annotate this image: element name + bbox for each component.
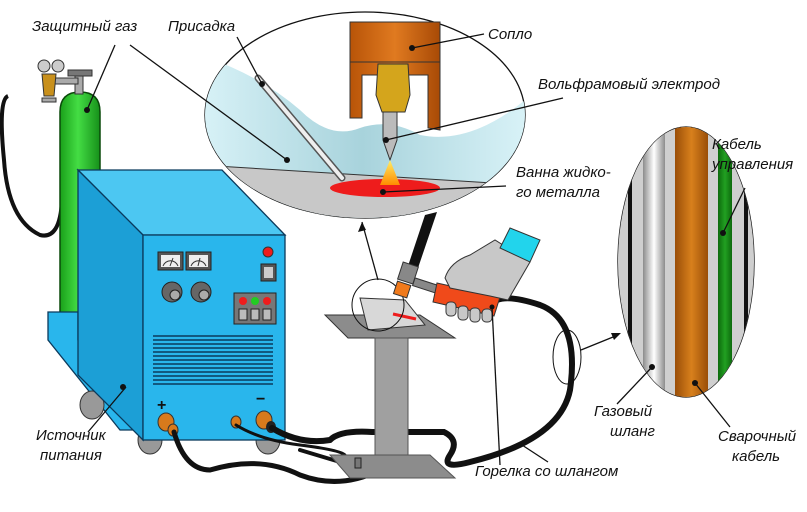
label-weld-pool-2: го металла (516, 184, 600, 201)
panel-button-2[interactable] (250, 308, 260, 321)
glove (444, 239, 531, 301)
regulator-base (41, 97, 57, 103)
torch-head (396, 261, 420, 285)
label-welding-cable-2: кабель (732, 448, 780, 465)
pressure-gauge-2 (51, 59, 65, 73)
regulator-body (41, 73, 57, 97)
power-source-pointer-dot (120, 384, 126, 390)
lamp-red-2 (263, 297, 271, 305)
cables (171, 295, 575, 484)
control-cable-core (718, 127, 732, 397)
power-source: + − (47, 168, 287, 455)
welder-hand (444, 227, 541, 323)
lamp-red-1 (239, 297, 247, 305)
welding-cable-core (675, 127, 708, 397)
torch-hose (269, 295, 575, 468)
hose-section-marker (552, 329, 582, 385)
pressure-gauge-1 (37, 59, 51, 73)
label-control-cable-2: управления (711, 156, 793, 173)
gas-hose-core (643, 127, 665, 397)
label-weld-pool-1: Ванна жидко- (516, 164, 611, 181)
minus-terminal-sign: − (256, 391, 265, 408)
table-leg (374, 337, 409, 461)
power-indicator-lamp (262, 246, 274, 258)
label-nozzle: Сопло (488, 26, 532, 43)
cable-detail-zoom (552, 126, 755, 398)
current-knob[interactable] (161, 281, 183, 303)
finger-1 (445, 301, 457, 317)
label-shielding-gas: Защитный газ (32, 18, 137, 35)
label-gas-hose-1: Газовый (594, 403, 653, 420)
table-base (328, 454, 457, 479)
lamp-green (251, 297, 259, 305)
glove-cuff (499, 227, 541, 263)
label-welding-cable-1: Сварочный (718, 428, 797, 445)
minus-terminal[interactable] (255, 410, 276, 433)
workpiece (359, 297, 426, 331)
arc-detail-zoom (204, 11, 526, 219)
valve-handwheel (67, 69, 93, 77)
weld-pool (330, 179, 440, 197)
tungsten-electrode (382, 111, 398, 162)
welding-table (323, 278, 457, 479)
wheel-rear-left (79, 390, 105, 420)
plus-cable (171, 429, 383, 484)
torch (392, 212, 501, 317)
panel-button-1[interactable] (238, 308, 248, 321)
label-filler: Присадка (168, 18, 235, 35)
section-arrow-head (611, 333, 621, 340)
plus-terminal-sign: + (157, 397, 166, 414)
label-power-source-1: Источник (36, 427, 107, 444)
label-control-cable-1: Кабель (712, 136, 762, 153)
voltmeter (185, 251, 212, 271)
section-arrow-line (580, 334, 619, 351)
voltage-knob[interactable] (190, 281, 212, 303)
label-torch-with-hose: Горелка со шлангом (475, 463, 618, 480)
control-cable-run (234, 423, 347, 457)
leader-lines (86, 33, 746, 466)
label-gas-hose-2: шланг (610, 423, 656, 440)
torch-nozzle (392, 280, 412, 299)
power-switch[interactable] (260, 263, 277, 282)
ground-clamp-bolt (354, 457, 362, 469)
panel-button-3[interactable] (262, 308, 272, 321)
collet (375, 63, 411, 113)
welding-arc (380, 160, 400, 185)
label-tungsten-electrode: Вольфрамовый электрод (538, 76, 720, 93)
finger-2 (457, 305, 469, 321)
torch-back-cap (408, 212, 437, 268)
control-button-panel (233, 292, 277, 325)
zoom-arrow-line (361, 221, 379, 281)
weld-seam (392, 312, 417, 321)
label-power-source-2: питания (40, 447, 102, 464)
finger-3 (469, 307, 481, 323)
ammeter (157, 251, 184, 271)
gas-hose-to-machine (0, 94, 64, 238)
ventilation-grille (153, 335, 273, 385)
finger-4 (481, 308, 493, 323)
zoom-arrow-head (358, 222, 366, 232)
